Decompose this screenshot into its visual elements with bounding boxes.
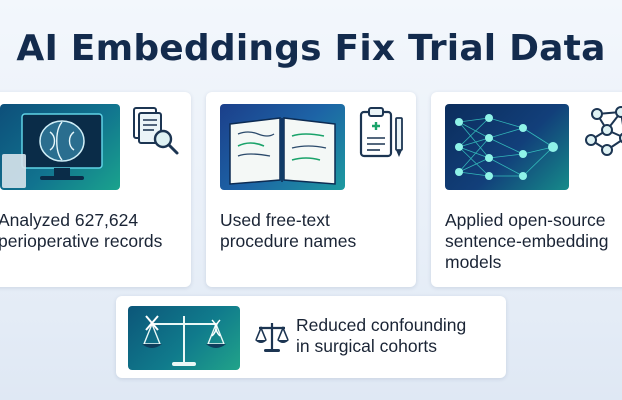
card-text-line: Reduced confounding [296, 315, 467, 335]
balance-scale-dna-icon [128, 306, 240, 370]
card-text-line: Used free-text [220, 210, 330, 230]
page-title: AI Embeddings Fix Trial Data [16, 28, 606, 69]
card-text-line: Applied open-source [445, 210, 606, 230]
card-analyzed-records: Analyzed 627,624 perioperative records [0, 92, 191, 287]
neural-network-icon [445, 104, 569, 190]
card-text: Reduced confounding in surgical cohorts [296, 315, 466, 357]
card-text-line: Analyzed 627,624 [0, 210, 139, 230]
card-text-line: models [445, 252, 502, 272]
card-text-line: procedure names [220, 231, 357, 251]
card-free-text: Used free-text procedure names [206, 92, 416, 287]
open-journal-icon [220, 104, 345, 190]
card-embedding-models: Applied open-source sentence-embedding m… [431, 92, 622, 287]
network-nodes-icon [583, 104, 622, 156]
card-text: Used free-text procedure names [220, 210, 356, 252]
brain-scan-monitor-icon [0, 104, 120, 190]
card-text: Analyzed 627,624 perioperative records [0, 210, 162, 252]
card-text-line: perioperative records [0, 231, 163, 251]
scale-icon [254, 320, 290, 354]
card-text-line: sentence-embedding [445, 231, 609, 251]
clipboard-pen-icon [358, 106, 406, 162]
document-search-icon [132, 106, 180, 156]
card-reduced-confounding: Reduced confounding in surgical cohorts [116, 296, 506, 378]
card-text-line: in surgical cohorts [296, 336, 438, 356]
card-text: Applied open-source sentence-embedding m… [445, 210, 608, 273]
